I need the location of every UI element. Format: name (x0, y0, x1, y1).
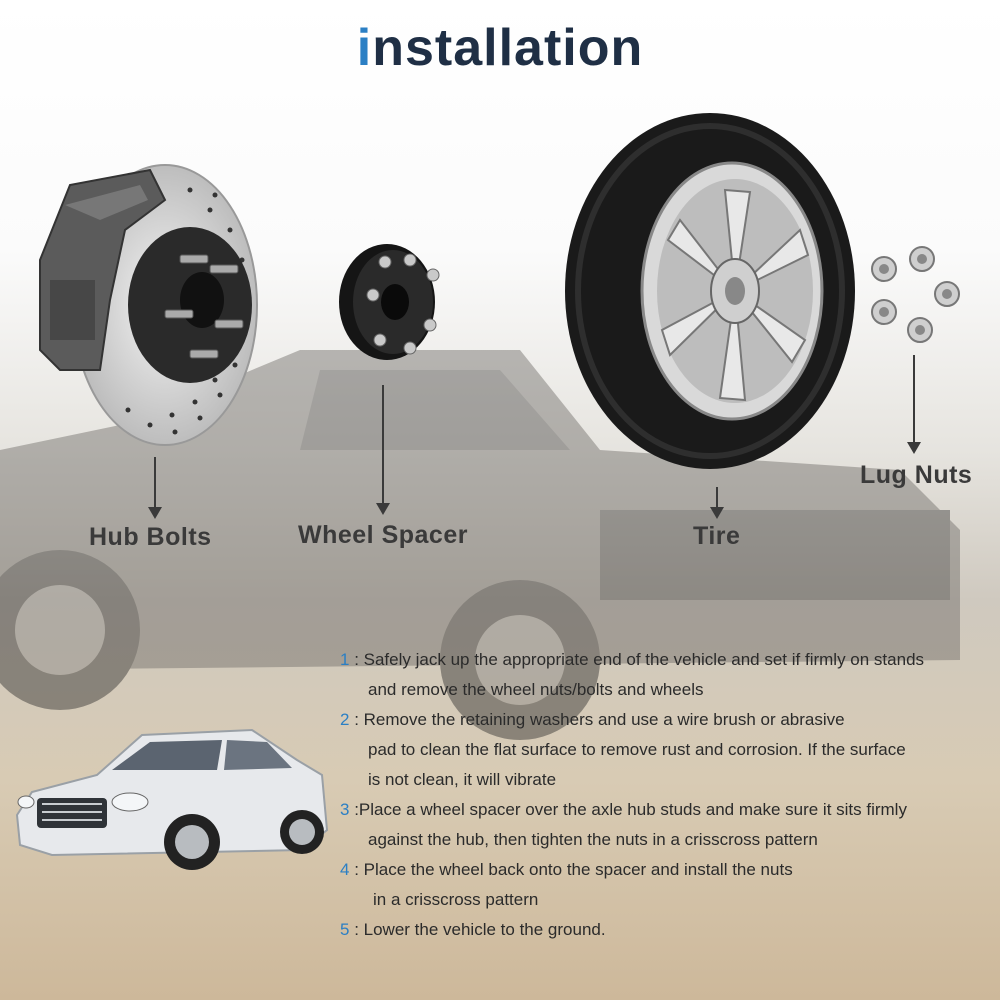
sedan-car-image (15, 728, 329, 870)
lug-nuts-label: Lug Nuts (860, 461, 973, 489)
step-item: 4 : Place the wheel back onto the spacer… (340, 860, 793, 909)
tire-label: Tire (693, 522, 741, 550)
background-truck-image (0, 350, 960, 740)
installation-steps: 1 : Safely jack up the appropriate end o… (340, 645, 990, 945)
hub-bolts-arrow (148, 457, 162, 519)
step-item: 1 : Safely jack up the appropriate end o… (340, 650, 925, 699)
lug-nuts-arrow (907, 355, 921, 454)
step-item: 5 : Lower the vehicle to the ground. (340, 920, 606, 939)
wheel-spacer-arrow (376, 385, 390, 515)
wheel-spacer-image (339, 244, 440, 360)
tire-image (565, 113, 855, 469)
page-title: installation (356, 19, 644, 77)
wheel-spacer-label: Wheel Spacer (298, 521, 468, 549)
tire-arrow (710, 487, 724, 519)
hub-bolts-label: Hub Bolts (89, 523, 212, 551)
lug-nuts-image (871, 246, 960, 343)
step-item: 3 :Place a wheel spacer over the axle hu… (340, 800, 907, 849)
brake-rotor-image (39, 164, 258, 446)
step-item: 2 : Remove the retaining washers and use… (340, 710, 906, 789)
